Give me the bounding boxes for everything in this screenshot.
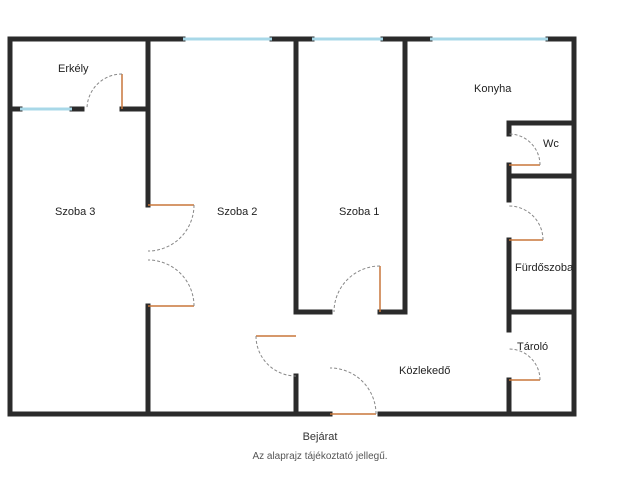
room-labels: Erkély Szoba 3 Szoba 2 Szoba 1 Konyha Wc… xyxy=(55,63,574,377)
walls xyxy=(7,36,577,417)
door-leaves xyxy=(121,74,543,415)
label-kozlekedo: Közlekedő xyxy=(399,365,450,377)
label-konyha: Konyha xyxy=(474,83,512,95)
entrance-label: Bejárat xyxy=(302,431,338,443)
label-furdoszoba: Fürdőszoba xyxy=(515,262,574,274)
label-tarolo: Tároló xyxy=(517,341,548,353)
label-szoba2: Szoba 2 xyxy=(217,206,257,218)
label-wc: Wc xyxy=(543,138,559,150)
label-szoba3: Szoba 3 xyxy=(55,206,95,218)
disclaimer-text: Az alaprajz tájékoztató jellegű. xyxy=(252,451,388,462)
door-swings xyxy=(86,73,544,415)
label-erkely: Erkély xyxy=(58,63,89,75)
thin-walls xyxy=(509,175,574,313)
label-szoba1: Szoba 1 xyxy=(339,206,379,218)
windows xyxy=(20,37,548,111)
